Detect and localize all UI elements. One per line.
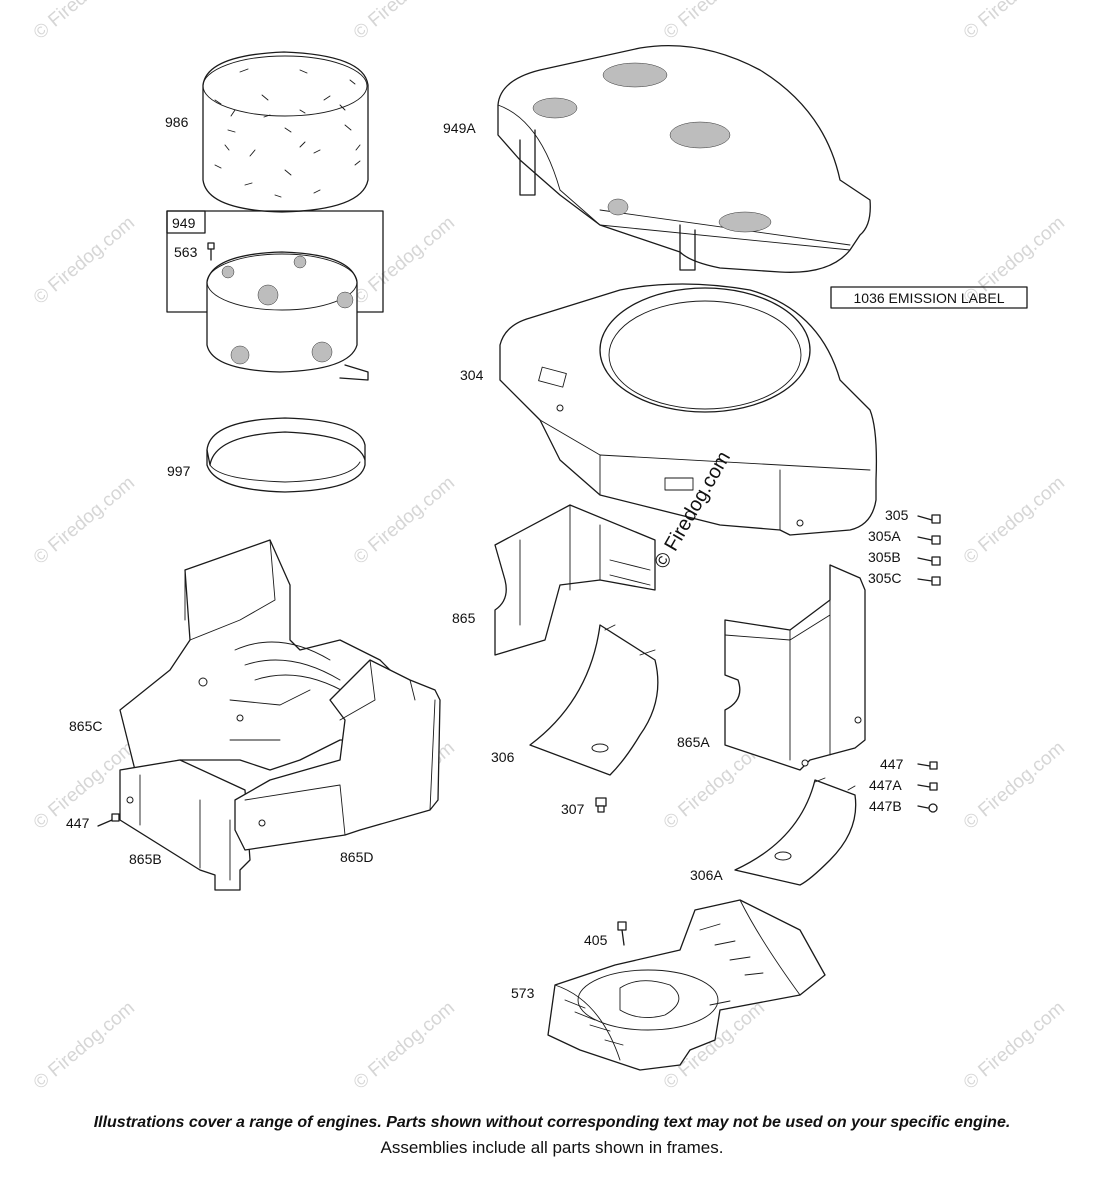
part-304-housing <box>499 283 878 536</box>
watermark-text: © Firedog.com <box>960 472 1069 568</box>
label-447-right: 447 <box>880 756 904 772</box>
shroud-mesh <box>532 62 772 233</box>
part-563-screw <box>207 242 215 261</box>
footer-disclaimer: Illustrations cover a range of engines. … <box>0 1110 1104 1160</box>
watermark-text: © Firedog.com <box>30 0 139 44</box>
part-306-deflector <box>529 624 659 776</box>
label-865B: 865B <box>129 851 162 867</box>
screw-447-left <box>97 813 120 827</box>
part-865B-baffle <box>119 759 251 891</box>
part-307-grommet <box>595 797 607 813</box>
label-447B: 447B <box>869 798 902 814</box>
watermark-text: © Firedog.com <box>30 997 139 1093</box>
label-306A: 306A <box>690 867 723 883</box>
label-949: 949 <box>172 215 196 231</box>
watermark-text: © Firedog.com <box>350 0 459 44</box>
label-306: 306 <box>491 749 515 765</box>
label-573: 573 <box>511 985 535 1001</box>
label-1036: 1036 EMISSION LABEL <box>854 290 1005 306</box>
watermark-text: © Firedog.com <box>350 212 459 308</box>
label-997: 997 <box>167 463 191 479</box>
screws-447-right <box>917 761 938 813</box>
watermark-text: © Firedog.com <box>350 997 459 1093</box>
label-304: 304 <box>460 367 484 383</box>
part-865A-shield <box>724 564 866 771</box>
label-865: 865 <box>452 610 476 626</box>
watermark-text: © Firedog.com <box>960 737 1069 833</box>
label-865A: 865A <box>677 734 710 750</box>
part-949A-shroud <box>497 44 871 273</box>
label-447-left: 447 <box>66 815 90 831</box>
watermark-text: © Firedog.com <box>960 997 1069 1093</box>
label-305B: 305B <box>868 549 901 565</box>
label-305C: 305C <box>868 570 901 586</box>
screws-305 <box>917 514 941 586</box>
label-986: 986 <box>165 114 189 130</box>
label-447A: 447A <box>869 777 902 793</box>
part-986-precleaner <box>202 51 369 213</box>
label-307: 307 <box>561 801 585 817</box>
label-405: 405 <box>584 932 608 948</box>
label-949A: 949A <box>443 120 476 136</box>
emission-label-box <box>830 286 1028 309</box>
part-573-baseplate <box>547 899 826 1071</box>
part-405-screw <box>617 921 627 946</box>
part-865-shield <box>494 504 656 656</box>
label-865C: 865C <box>69 718 102 734</box>
label-563: 563 <box>174 244 198 260</box>
watermark-text: © Firedog.com <box>350 472 459 568</box>
part-997-seal <box>206 417 366 493</box>
part-865D-baffle <box>234 659 441 851</box>
label-305A: 305A <box>868 528 901 544</box>
part-306A-deflector <box>734 777 857 886</box>
watermark-text: © Firedog.com <box>960 0 1069 44</box>
watermark-text: © Firedog.com <box>30 212 139 308</box>
footer-disclaimer-line2: Assemblies include all parts shown in fr… <box>380 1138 724 1157</box>
label-865D: 865D <box>340 849 373 865</box>
label-305: 305 <box>885 507 909 523</box>
footer-disclaimer-line1: Illustrations cover a range of engines. … <box>93 1114 1011 1131</box>
part-949-filter <box>206 251 369 381</box>
watermark-text: © Firedog.com <box>30 472 139 568</box>
watermark-text: © Firedog.com <box>660 0 769 44</box>
